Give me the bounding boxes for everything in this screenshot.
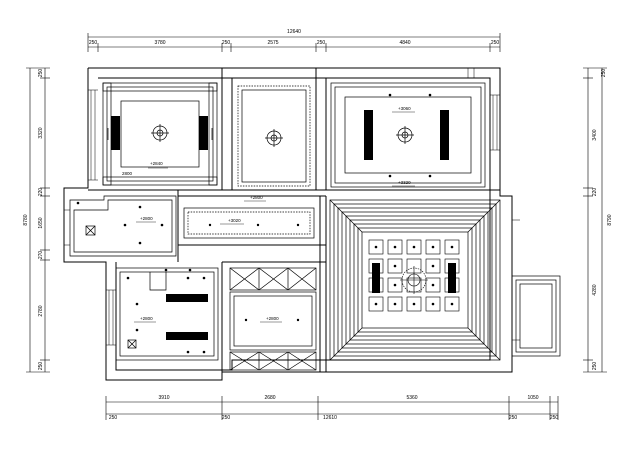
right-dimension-chain xyxy=(583,67,607,373)
top-seg-0: 250 xyxy=(89,40,98,46)
corridor xyxy=(183,207,315,239)
downlights-mid-left xyxy=(76,201,164,245)
bottom-sub-4: 250 xyxy=(550,415,559,421)
left-seg-1: 3320 xyxy=(38,127,44,138)
bottom-seg-0: 3910 xyxy=(158,395,169,401)
exterior-walls xyxy=(63,67,513,381)
bottom-dimension-chain xyxy=(105,396,559,420)
window-marks xyxy=(64,68,520,346)
elevation-top-right: +3060 xyxy=(398,106,411,111)
room-bottom-left xyxy=(115,267,219,361)
bottom-seg-3: 1050 xyxy=(527,395,538,401)
elevation-bottom-middle: +2800 xyxy=(266,316,279,321)
light-strip-tl-left xyxy=(111,116,120,150)
left-seg-3: 1650 xyxy=(38,217,44,228)
room-mid-left xyxy=(69,195,177,257)
right-seg-1: 220 xyxy=(592,188,598,197)
left-seg-2: 220 xyxy=(38,188,44,197)
left-seg-0: 250 xyxy=(38,69,44,78)
elevation-top-left: +2840 xyxy=(150,161,163,166)
room-living-ceiling xyxy=(329,199,501,361)
elevation-corridor: +3020 xyxy=(228,218,241,223)
downlights-corridor xyxy=(208,223,300,227)
elevation-top-right-2: +3320 xyxy=(398,180,411,185)
light-strip-bl-bottom xyxy=(166,332,208,340)
top-seg-5: 4840 xyxy=(399,40,410,46)
elevation-top-left-2: 2800 xyxy=(122,171,133,176)
left-seg-5: 2780 xyxy=(38,305,44,316)
bottom-sub-3: 250 xyxy=(509,415,518,421)
light-strip-bl-top xyxy=(166,294,208,302)
bottom-seg-1: 2680 xyxy=(264,395,275,401)
room-top-middle xyxy=(237,85,311,187)
right-seg-4: 250 xyxy=(601,69,607,78)
left-dimension-chain xyxy=(26,67,50,373)
right-seg-0: 3400 xyxy=(592,129,598,140)
downlights-top-right xyxy=(388,93,432,178)
room-top-right xyxy=(330,82,486,188)
top-seg-3: 2575 xyxy=(267,40,278,46)
chandelier-icon xyxy=(400,266,428,294)
left-seg-4: 270 xyxy=(38,251,44,260)
bottom-sub-1: 250 xyxy=(222,415,231,421)
downlights-bottom-left xyxy=(126,268,206,354)
top-seg-6: 250 xyxy=(491,40,500,46)
bottom-sub-0: 250 xyxy=(109,415,118,421)
left-seg-6: 250 xyxy=(38,362,44,371)
light-strip-tr-right xyxy=(440,110,449,160)
balcony xyxy=(511,275,561,357)
downlights-bottom-middle xyxy=(244,318,300,322)
top-dimension-chain xyxy=(87,33,501,52)
light-strip-tr-left xyxy=(364,110,373,160)
right-seg-3: 250 xyxy=(592,362,598,371)
top-seg-2: 250 xyxy=(222,40,231,46)
downlights-living xyxy=(374,245,454,306)
elevation-top-middle: +2800 xyxy=(250,195,263,200)
elevation-bottom-left: +2800 xyxy=(140,316,153,321)
bottom-sub-2: 12610 xyxy=(323,415,337,421)
elevation-mid-left: +2800 xyxy=(140,216,153,221)
left-total-label: 8780 xyxy=(23,214,29,225)
light-strip-lr-right xyxy=(448,263,456,293)
top-seg-1: 3780 xyxy=(154,40,165,46)
top-seg-4: 250 xyxy=(317,40,326,46)
top-total-label: 12640 xyxy=(287,29,301,35)
right-total-label: 8790 xyxy=(607,214,613,225)
room-bottom-middle xyxy=(229,267,317,371)
right-seg-2: 4280 xyxy=(592,284,598,295)
light-strip-tl-right xyxy=(199,116,208,150)
bottom-seg-2: 5360 xyxy=(406,395,417,401)
light-strip-lr-left xyxy=(372,263,380,293)
